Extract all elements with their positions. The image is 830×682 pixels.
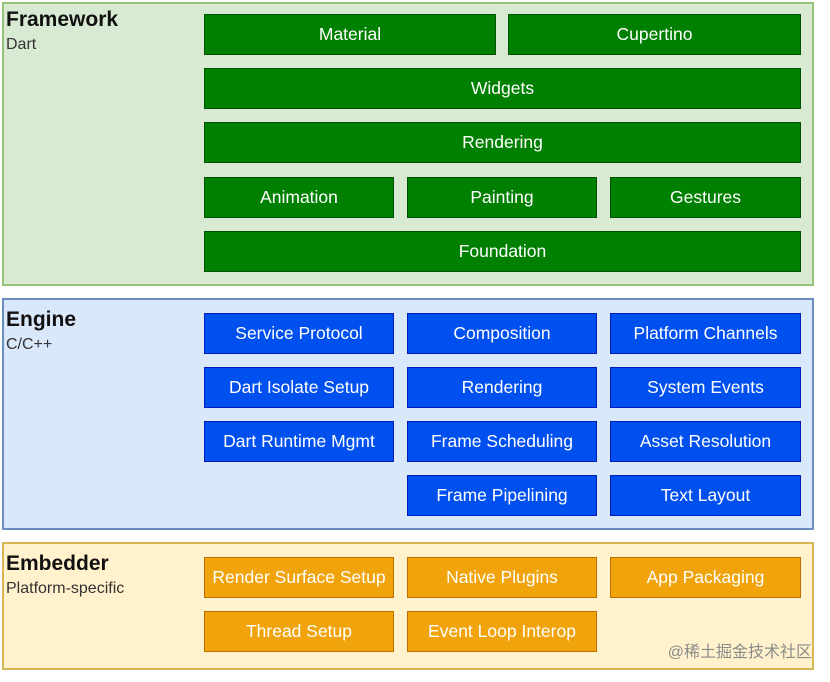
native-plugins-box: Native Plugins (407, 557, 597, 598)
widgets-box: Widgets (204, 68, 801, 109)
render-surface-setup-box: Render Surface Setup (204, 557, 394, 598)
framework-rendering-box: Rendering (204, 122, 801, 163)
material-box: Material (204, 14, 496, 55)
framework-title: Framework (6, 8, 119, 31)
embedder-title: Embedder (6, 552, 109, 575)
frame-scheduling-box: Frame Scheduling (407, 421, 597, 462)
asset-resolution-box: Asset Resolution (610, 421, 801, 462)
dart-runtime-mgmt-box: Dart Runtime Mgmt (204, 421, 394, 462)
platform-channels-box: Platform Channels (610, 313, 801, 354)
system-events-box: System Events (610, 367, 801, 408)
thread-setup-box: Thread Setup (204, 611, 394, 652)
painting-box: Painting (407, 177, 597, 218)
watermark: @稀土掘金技术社区 (667, 644, 812, 661)
dart-isolate-setup-box: Dart Isolate Setup (204, 367, 394, 408)
engine-subtitle: C/C++ (6, 336, 53, 353)
composition-box: Composition (407, 313, 597, 354)
text-layout-box: Text Layout (610, 475, 801, 516)
foundation-box: Foundation (204, 231, 801, 272)
service-protocol-box: Service Protocol (204, 313, 394, 354)
framework-subtitle: Dart (6, 36, 37, 53)
engine-rendering-box: Rendering (407, 367, 597, 408)
event-loop-interop-box: Event Loop Interop (407, 611, 597, 652)
embedder-subtitle: Platform-specific (6, 580, 125, 597)
cupertino-box: Cupertino (508, 14, 801, 55)
frame-pipelining-box: Frame Pipelining (407, 475, 597, 516)
app-packaging-box: App Packaging (610, 557, 801, 598)
engine-title: Engine (6, 308, 77, 331)
gestures-box: Gestures (610, 177, 801, 218)
animation-box: Animation (204, 177, 394, 218)
